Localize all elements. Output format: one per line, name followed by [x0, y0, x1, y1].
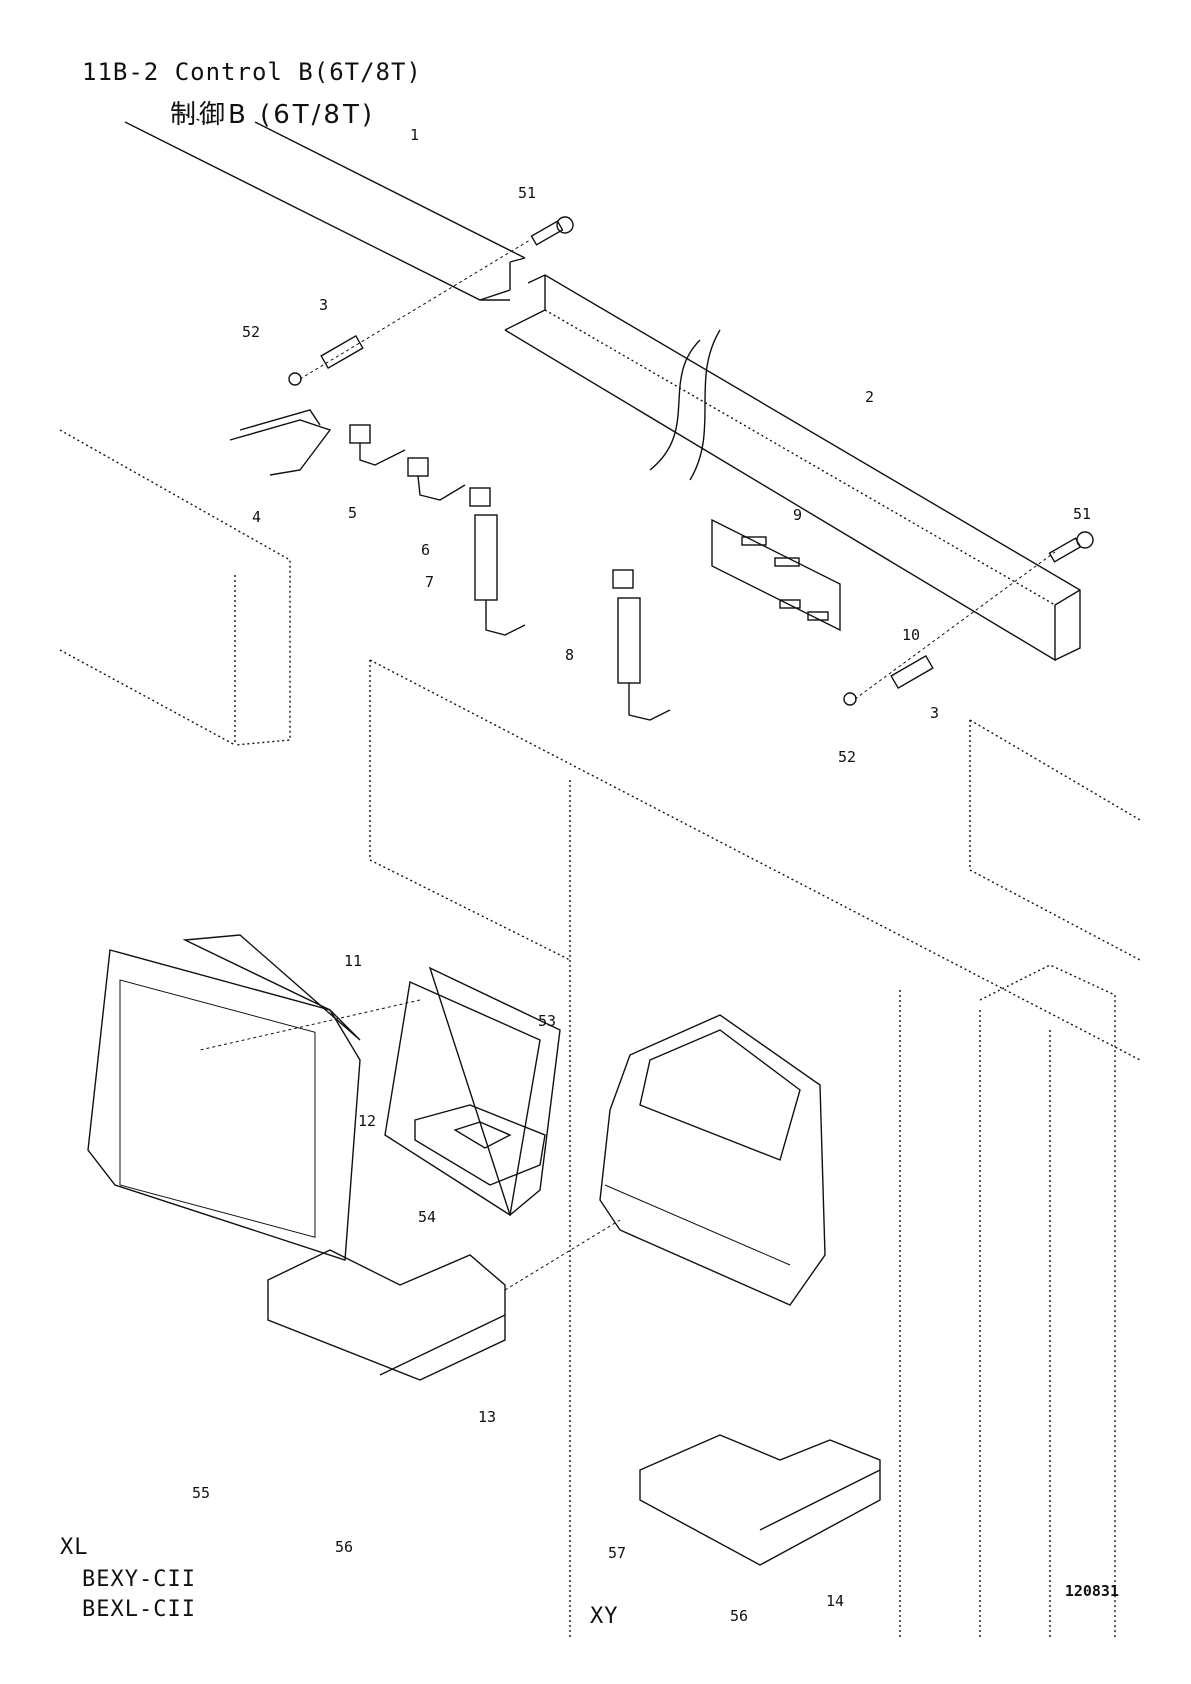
screw-51b: [1050, 532, 1093, 562]
callout-51b: 51: [1073, 505, 1091, 523]
standoff-3a: [321, 336, 363, 368]
callout-52b: 52: [838, 748, 856, 766]
drawing-number: 120831: [1065, 1582, 1119, 1600]
callout-5: 5: [348, 504, 357, 522]
control-board: [712, 520, 840, 630]
callout-52a: 52: [242, 323, 260, 341]
frame-beam-upper: [125, 112, 525, 300]
callout-57: 57: [608, 1544, 626, 1562]
model-name-2: BEXL-CII: [82, 1597, 196, 1622]
callout-4: 4: [252, 508, 261, 526]
frame-beam-right: [505, 275, 1080, 660]
callout-8: 8: [565, 646, 574, 664]
callout-6: 6: [421, 541, 430, 559]
monitor-xl: [88, 935, 360, 1260]
callout-56a: 56: [335, 1538, 353, 1556]
model-label-xl: XL: [60, 1535, 89, 1560]
callout-7: 7: [425, 573, 434, 591]
frame-post-right: [980, 965, 1115, 1640]
callout-51a: 51: [518, 184, 536, 202]
callout-9: 9: [793, 506, 802, 524]
washer-52a: [289, 373, 301, 385]
callout-54: 54: [418, 1208, 436, 1226]
callout-3a: 3: [319, 296, 328, 314]
harness-8: [613, 570, 670, 720]
callout-13: 13: [478, 1408, 496, 1426]
model-name-1: BEXY-CII: [82, 1567, 196, 1592]
bracket-13: [268, 1250, 505, 1380]
harness-5: [350, 425, 405, 465]
washer-52b: [844, 693, 856, 705]
callout-55: 55: [192, 1484, 210, 1502]
gasket-12: [415, 1105, 545, 1185]
frame-left: [60, 430, 290, 745]
callout-11: 11: [344, 952, 362, 970]
callout-1: 1: [410, 126, 419, 144]
callout-3b: 3: [930, 704, 939, 722]
callout-2: 2: [865, 388, 874, 406]
controller-xy: [600, 1015, 825, 1305]
callout-10: 10: [902, 626, 920, 644]
frame-right: [970, 720, 1140, 960]
callout-12: 12: [358, 1112, 376, 1130]
enclosure-11: [385, 968, 560, 1215]
screw-51a: [532, 217, 573, 245]
harness-4: [230, 410, 330, 475]
model-label-xy: XY: [590, 1604, 619, 1629]
standoff-3b: [891, 656, 933, 688]
harness-6: [408, 458, 465, 500]
callout-14: 14: [826, 1592, 844, 1610]
callout-56b: 56: [730, 1607, 748, 1625]
bracket-14: [640, 1435, 880, 1565]
callout-53: 53: [538, 1012, 556, 1030]
harness-7: [470, 488, 525, 635]
